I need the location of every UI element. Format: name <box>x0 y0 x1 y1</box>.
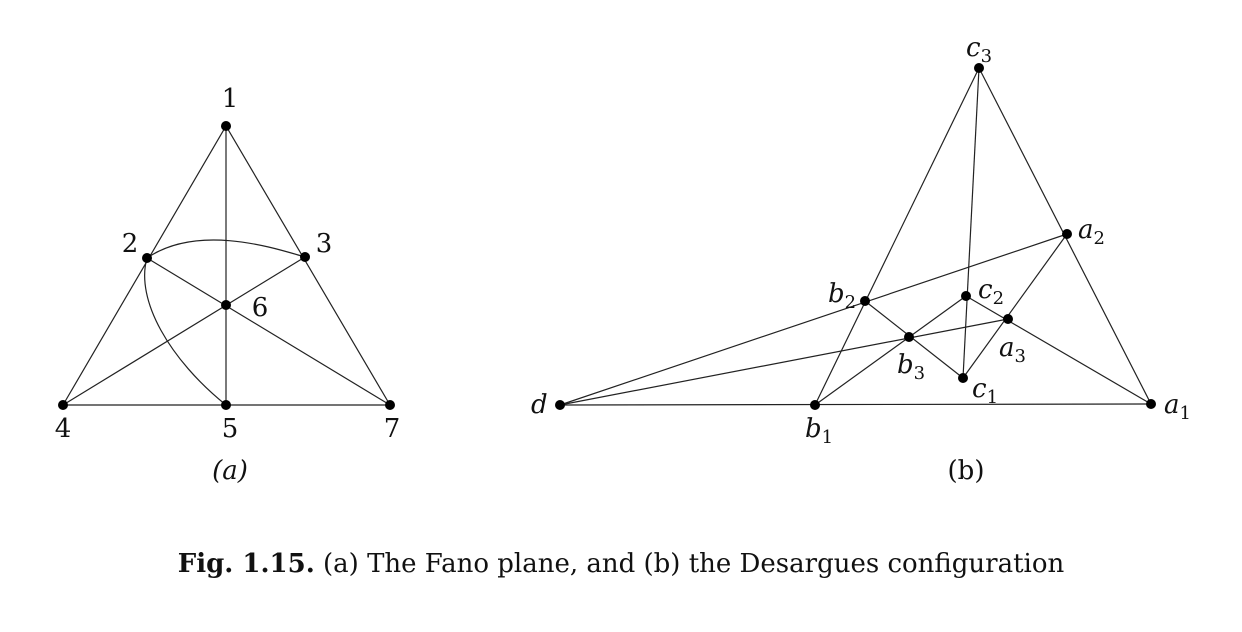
desargues-line <box>559 233 1068 406</box>
fano-point <box>300 252 310 262</box>
fano-point-label: 4 <box>55 414 72 444</box>
desargues-points <box>555 63 1156 410</box>
fano-lines <box>62 125 391 406</box>
fano-point-label: 7 <box>384 414 401 444</box>
fano-line <box>225 125 391 406</box>
desargues-point <box>1062 229 1072 239</box>
desargues-point <box>904 332 914 342</box>
desargues-point-label: a3 <box>999 333 1026 367</box>
fano-point-label: 2 <box>122 229 139 259</box>
desargues-line <box>962 233 1068 379</box>
fano-point <box>221 400 231 410</box>
fano-point <box>385 400 395 410</box>
desargues-line <box>814 295 967 406</box>
desargues-line <box>559 318 1009 406</box>
desargues-point <box>1003 314 1013 324</box>
fano-point-label: 6 <box>252 293 269 323</box>
fano-point <box>221 121 231 131</box>
desargues-point <box>860 296 870 306</box>
desargues-lines <box>559 67 1152 406</box>
desargues-line <box>965 295 1152 405</box>
desargues-point-label: d <box>531 390 548 420</box>
fano-point <box>221 300 231 310</box>
desargues-point-label: c1 <box>972 374 998 408</box>
desargues-point <box>961 291 971 301</box>
fano-line <box>146 257 391 406</box>
desargues-line <box>559 403 1152 406</box>
desargues-point-label: c3 <box>966 33 992 67</box>
caption-figure-number: Fig. 1.15. <box>178 549 315 579</box>
desargues-point-label: b3 <box>897 350 925 384</box>
fano-point <box>58 400 68 410</box>
fano-labels: 1 2 3 4 5 6 7 <box>55 84 401 444</box>
desargues-point-label: b1 <box>805 414 833 448</box>
desargues-line <box>814 67 980 406</box>
desargues-point <box>974 63 984 73</box>
desargues-line <box>962 67 980 379</box>
desargues-point-label: a1 <box>1164 390 1191 424</box>
desargues-point-label: a2 <box>1078 215 1105 249</box>
fano-point-label: 5 <box>222 414 239 444</box>
fano-line <box>62 125 227 406</box>
desargues-point-label: b2 <box>828 279 856 313</box>
fano-line <box>62 256 306 406</box>
fano-circle <box>144 239 306 406</box>
fano-point <box>142 253 152 263</box>
desargues-point <box>1146 399 1156 409</box>
desargues-point <box>958 373 968 383</box>
desargues-labels: c3 a2 b2 c2 a3 b3 c1 d b1 a1 <box>531 33 1191 448</box>
desargues-point <box>810 400 820 410</box>
desargues-line <box>864 300 964 379</box>
figure-caption: Fig. 1.15. (a) The Fano plane, and (b) t… <box>178 549 1065 579</box>
desargues-sublabel: (b) <box>948 456 985 486</box>
fano-points <box>58 121 395 410</box>
desargues-point <box>555 400 565 410</box>
fano-point-label: 1 <box>222 84 239 114</box>
desargues-point-label: c2 <box>978 275 1004 309</box>
caption-text: (a) The Fano plane, and (b) the Desargue… <box>315 549 1065 579</box>
fano-point-label: 3 <box>316 229 333 259</box>
fano-sublabel: (a) <box>212 456 248 486</box>
